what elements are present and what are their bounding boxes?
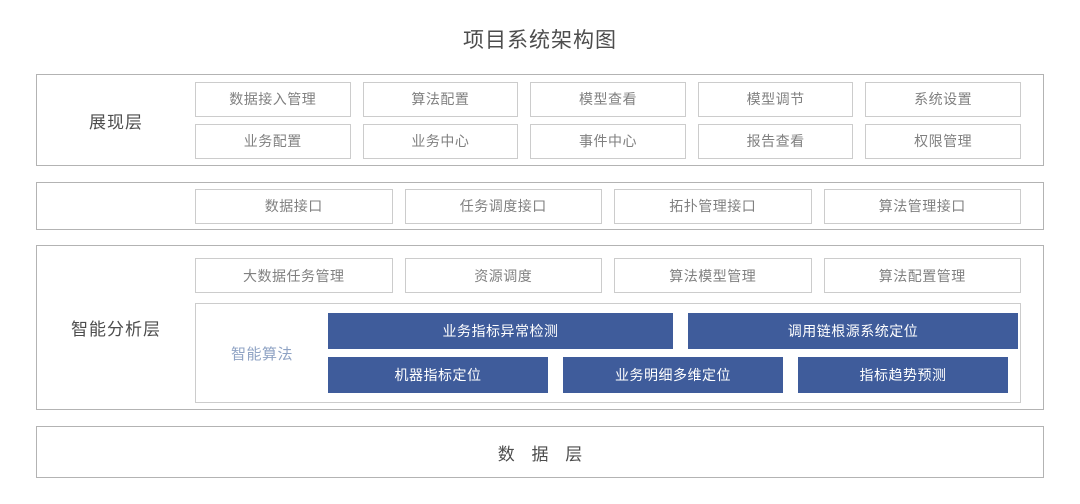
- module-algorithm-config[interactable]: 算法配置: [362, 81, 519, 117]
- layer-data-caption: 数 据 层: [497, 444, 589, 464]
- layer-presentation-body: 数据接入管理 算法配置 模型查看 模型调节 系统设置 业务配置 业务中心 事件中…: [195, 75, 1043, 165]
- layer-presentation: 展现层 数据接入管理 算法配置 模型查看 模型调节 系统设置 业务配置 业务中心…: [36, 74, 1044, 166]
- algorithm-machine-metric-locating[interactable]: 机器指标定位: [328, 357, 548, 393]
- algorithm-business-metric-anomaly-detection[interactable]: 业务指标异常检测: [328, 313, 673, 349]
- analysis-row-1: 大数据任务管理 资源调度 算法模型管理 算法配置管理: [195, 258, 1021, 293]
- module-model-view[interactable]: 模型查看: [530, 81, 686, 117]
- layer-analysis-caption: 智能分析层: [71, 320, 161, 339]
- module-system-settings[interactable]: 系统设置: [865, 81, 1021, 117]
- module-task-schedule-interface[interactable]: 任务调度接口: [404, 188, 602, 224]
- module-report-view[interactable]: 报告查看: [697, 123, 854, 159]
- module-algorithm-config-management[interactable]: 算法配置管理: [823, 258, 1021, 293]
- layer-presentation-caption: 展现层: [89, 112, 143, 132]
- module-algorithm-management-interface[interactable]: 算法管理接口: [823, 188, 1021, 224]
- interface-row-1: 数据接口 任务调度接口 拓扑管理接口 算法管理接口: [195, 188, 1021, 224]
- presentation-row-2: 业务配置 业务中心 事件中心 报告查看 权限管理: [195, 123, 1021, 159]
- layer-analysis-body: 大数据任务管理 资源调度 算法模型管理 算法配置管理 智能算法 业务指标异常检测…: [195, 246, 1043, 409]
- intelligent-algorithm-rows: 业务指标异常检测 调用链根源系统定位 机器指标定位 业务明细多维定位 指标趋势预…: [328, 313, 1018, 393]
- layer-data: 数 据 层: [36, 426, 1044, 478]
- module-event-center[interactable]: 事件中心: [530, 123, 686, 159]
- module-algorithm-model-management[interactable]: 算法模型管理: [614, 258, 812, 293]
- module-business-config[interactable]: 业务配置: [195, 123, 351, 159]
- page-title: 项目系统架构图: [463, 29, 617, 52]
- module-data-access-management[interactable]: 数据接入管理: [195, 81, 351, 117]
- module-model-tuning[interactable]: 模型调节: [697, 81, 854, 117]
- algorithm-row-1: 业务指标异常检测 调用链根源系统定位: [328, 313, 1018, 349]
- layer-analysis: 智能分析层 大数据任务管理 资源调度 算法模型管理 算法配置管理 智能算法 业务…: [36, 245, 1044, 410]
- module-topology-management-interface[interactable]: 拓扑管理接口: [614, 188, 812, 224]
- intelligent-algorithm-caption: 智能算法: [230, 345, 293, 363]
- module-resource-scheduling[interactable]: 资源调度: [404, 258, 602, 293]
- module-business-center[interactable]: 业务中心: [362, 123, 519, 159]
- layer-interface-caption: [37, 183, 195, 229]
- module-permission-management[interactable]: 权限管理: [865, 123, 1021, 159]
- algorithm-row-2: 机器指标定位 业务明细多维定位 指标趋势预测: [328, 357, 1018, 393]
- module-data-interface[interactable]: 数据接口: [195, 188, 393, 224]
- algorithm-trace-root-cause-system-locating[interactable]: 调用链根源系统定位: [688, 313, 1018, 349]
- layer-interface: 数据接口 任务调度接口 拓扑管理接口 算法管理接口: [36, 182, 1044, 230]
- layer-interface-body: 数据接口 任务调度接口 拓扑管理接口 算法管理接口: [195, 183, 1043, 229]
- module-bigdata-task-management[interactable]: 大数据任务管理: [195, 258, 393, 293]
- presentation-row-1: 数据接入管理 算法配置 模型查看 模型调节 系统设置: [195, 81, 1021, 117]
- algorithm-business-detail-multidimensional-locating[interactable]: 业务明细多维定位: [563, 357, 783, 393]
- algorithm-metric-trend-prediction[interactable]: 指标趋势预测: [798, 357, 1008, 393]
- intelligent-algorithm-panel: 智能算法 业务指标异常检测 调用链根源系统定位 机器指标定位 业务明细多维定位 …: [195, 303, 1021, 403]
